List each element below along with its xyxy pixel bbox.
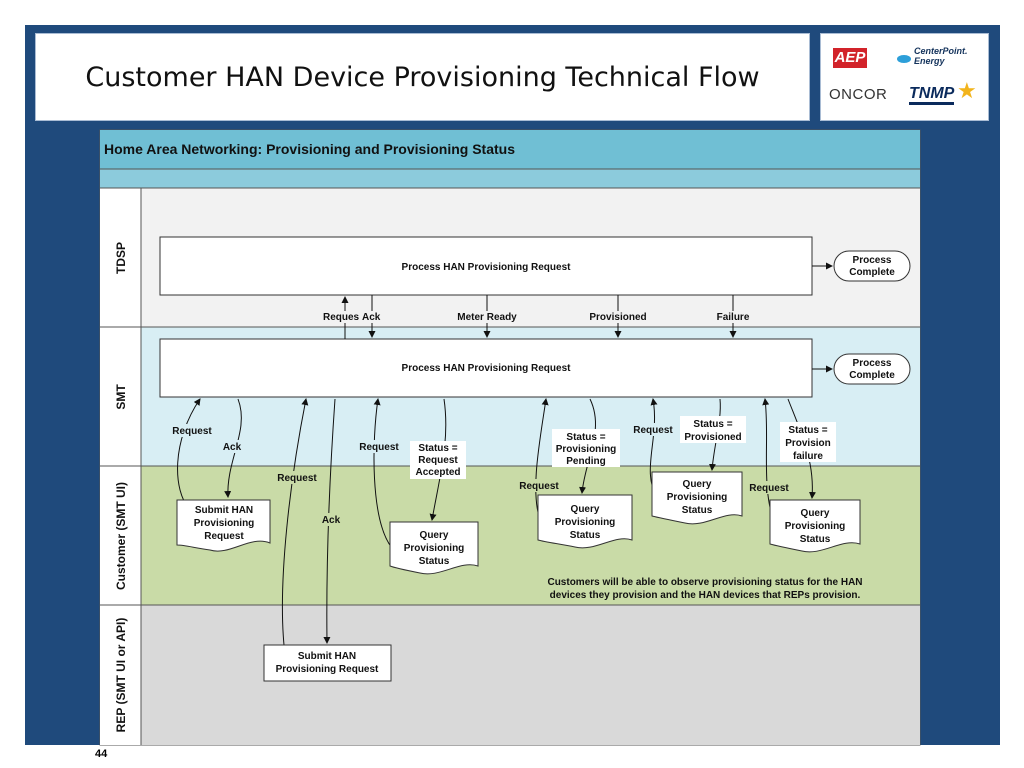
tnmp-star-icon: ★ (957, 78, 977, 103)
note-line-2: devices they provision and the HAN devic… (550, 590, 861, 601)
q3-status-line-1: Status = (693, 419, 732, 430)
centerpoint-logo-line-1: CenterPoint. (914, 46, 968, 56)
rep-submit-line-1: Submit HAN (298, 651, 356, 662)
query-3-line-2: Provisioning (667, 492, 728, 503)
tdsp-complete-line-1: Process (853, 255, 892, 266)
tdsp-complete-terminator (833, 250, 911, 282)
lane-label-rep: REP (SMT UI or API) (114, 618, 128, 733)
query-document-4 (769, 499, 861, 553)
smt-process-box (159, 338, 813, 398)
query-document-3 (651, 471, 743, 525)
lane-label-tdsp: TDSP (114, 242, 128, 274)
tdsp-process-label: Process HAN Provisioning Request (402, 262, 572, 273)
meter-ready-label: Meter Ready (457, 312, 517, 323)
query-2-line-1: Query (571, 504, 600, 515)
lane-label-customer: Customer (SMT UI) (114, 482, 128, 590)
q2-status-line-1: Status = (566, 432, 605, 443)
q3-status-line-2: Provisioned (684, 432, 741, 443)
smt-complete-terminator (833, 353, 911, 385)
q1-status-line-3: Accepted (415, 467, 460, 478)
customer-submit-line-3: Request (204, 531, 244, 542)
page-number: 44 (95, 748, 108, 760)
customer-submit-line-2: Provisioning (194, 518, 255, 529)
rep-ack-label: Ack (322, 515, 341, 526)
centerpoint-logo-mark (897, 55, 911, 63)
tdsp-request-label: Reques (323, 312, 360, 323)
query-3-line-3: Status (682, 505, 713, 516)
query-4-line-2: Provisioning (785, 521, 846, 532)
centerpoint-logo-line-2: Energy (914, 56, 945, 66)
q1-request-curve (373, 398, 393, 549)
diagram-subheader-bar (100, 169, 920, 188)
q1-status-line-1: Status = (418, 443, 457, 454)
rep-request-label: Request (277, 473, 317, 484)
q1-request-label: Request (359, 442, 399, 453)
q2-status-line-3: Pending (566, 456, 605, 467)
customer-request-label: Request (172, 426, 212, 437)
tdsp-complete-line-2: Complete (849, 267, 895, 278)
q2-request-curve (535, 398, 549, 521)
smt-complete-line-2: Complete (849, 370, 895, 381)
tdsp-process-box (159, 236, 813, 296)
q2-status-line-2: Provisioning (556, 444, 617, 455)
q4-request-label: Request (749, 483, 789, 494)
aep-logo: AEP (833, 48, 867, 68)
request-ack-label-bg (321, 311, 383, 323)
diagram-header: Home Area Networking: Provisioning and P… (104, 141, 515, 157)
provisioned-label-bg (585, 311, 651, 323)
oncor-logo: ONCOR (829, 86, 888, 103)
q4-status-line-1: Status = (788, 425, 827, 436)
query-4-line-3: Status (800, 534, 831, 545)
customer-submit-line-1: Submit HAN (195, 505, 253, 516)
failure-label: Failure (717, 312, 750, 323)
diagram-header-bar (100, 130, 920, 169)
query-document-2 (537, 494, 633, 549)
customer-submit-document (176, 499, 271, 552)
q3-request-label: Request (633, 425, 673, 436)
query-4-line-1: Query (801, 508, 830, 519)
query-1-line-1: Query (420, 530, 449, 541)
rep-submit-line-2: Provisioning Request (276, 664, 379, 675)
tnmp-logo: TNMP (909, 86, 955, 105)
query-1-line-2: Provisioning (404, 543, 465, 554)
q1-status-line-2: Request (418, 455, 458, 466)
smt-process-label: Process HAN Provisioning Request (402, 363, 572, 374)
query-document-1 (389, 521, 479, 575)
q2-request-label: Request (519, 481, 559, 492)
tdsp-ack-label: Ack (362, 312, 381, 323)
provisioned-label: Provisioned (589, 312, 646, 323)
failure-label-bg (712, 311, 754, 323)
lane-rep (100, 605, 920, 745)
query-1-line-3: Status (419, 556, 450, 567)
q4-status-line-3: failure (793, 451, 823, 462)
meter-ready-label-bg (450, 311, 524, 323)
logo-box: AEP CenterPoint. Energy ONCOR TNMP ★ (820, 33, 989, 121)
smt-complete-line-1: Process (853, 358, 892, 369)
query-2-line-3: Status (570, 530, 601, 541)
q4-status-line-2: Provision (785, 438, 831, 449)
rep-request-curve (281, 398, 309, 646)
rep-submit-box (263, 644, 392, 682)
title-box: Customer HAN Device Provisioning Technic… (35, 33, 810, 121)
note-line-1: Customers will be able to observe provis… (547, 577, 862, 588)
lane-label-smt: SMT (114, 384, 128, 410)
query-3-line-1: Query (683, 479, 712, 490)
slide-title: Customer HAN Device Provisioning Technic… (85, 61, 760, 93)
customer-ack-label: Ack (223, 442, 242, 453)
centerpoint-logo: CenterPoint. Energy (914, 46, 984, 66)
query-2-line-2: Provisioning (555, 517, 616, 528)
